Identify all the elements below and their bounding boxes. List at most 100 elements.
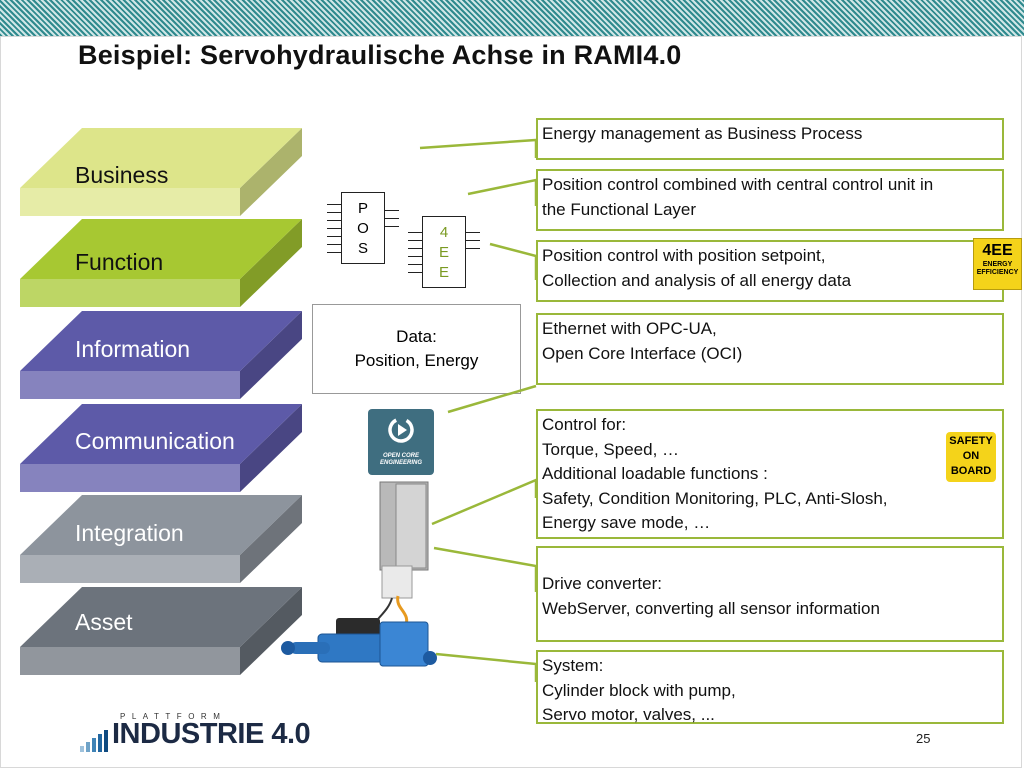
ee-input-pin — [408, 256, 422, 257]
energy-efficiency-badge: 4EE ENERGY EFFICIENCY — [973, 238, 1022, 290]
pos-letter: O — [357, 220, 369, 237]
badge-text: 4EE — [982, 242, 1013, 259]
info-box-communication: Ethernet with OPC-UA, Open Core Interfac… — [536, 313, 1004, 385]
pos-input-pin — [327, 212, 341, 213]
pos-input-pin — [327, 252, 341, 253]
oce-text: ENGINEERING — [379, 460, 422, 466]
pos-input-pin — [327, 244, 341, 245]
open-core-engineering-logo: OPEN CORE ENGINEERING — [368, 409, 434, 475]
connector-business — [419, 138, 538, 158]
layer-label-integration: Integration — [75, 520, 184, 546]
layer-label-information: Information — [75, 336, 191, 362]
layer-front-face — [20, 371, 240, 399]
layer-top-face — [20, 219, 302, 279]
info-line: Position control combined with central c… — [542, 175, 934, 194]
ee-input-pin — [408, 248, 422, 249]
pos-output-pin — [385, 210, 399, 211]
slide-frame — [0, 36, 1022, 768]
info-box-function: Position control combined with central c… — [536, 169, 1004, 231]
layer-front-face — [20, 279, 240, 307]
layer-side-face — [240, 128, 302, 216]
info-line: Energy save mode, … — [542, 513, 711, 532]
layer-front-face — [20, 647, 240, 675]
layer-slab-function — [20, 219, 302, 307]
layer-side-face — [240, 587, 302, 675]
info-line: Cylinder block with pump, — [542, 680, 736, 700]
cylinder-eye — [281, 641, 295, 655]
layer-top-face — [20, 495, 302, 555]
cylinder-eye — [423, 651, 437, 665]
ee-input-pin — [408, 272, 422, 273]
layer-side-face — [240, 404, 302, 492]
info-line: Drive converter: — [542, 574, 662, 593]
info-line: Collection and analysis of all energy da… — [542, 270, 852, 290]
layer-slab-communication — [20, 404, 302, 492]
pos-input-pin — [327, 236, 341, 237]
layer-side-face — [240, 219, 302, 307]
layer-side-face — [240, 311, 302, 399]
pos-output-pin — [385, 226, 399, 227]
badge-text: ENERGY — [982, 261, 1013, 268]
ee-output-pin — [466, 232, 480, 233]
slide-title: Beispiel: Servohydraulische Achse in RAM… — [78, 40, 682, 70]
ee-letter: E — [438, 264, 449, 281]
pump-block — [379, 621, 429, 667]
layer-slab-integration — [20, 495, 302, 583]
play-ring-icon — [388, 417, 414, 443]
pos-output-pin — [385, 218, 399, 219]
info-line: System: — [542, 656, 604, 675]
connector-converter — [433, 546, 538, 592]
info-box-asset: System: Cylinder block with pump, Servo … — [536, 650, 1004, 724]
pos-input-pin — [327, 204, 341, 205]
info-box-integration: Control for: Torque, Speed, … Additional… — [536, 409, 1004, 539]
cylinder-rod — [290, 642, 330, 654]
safety-on-board-badge: SAFETY ON BOARD — [946, 432, 996, 482]
layer-label-communication: Communication — [75, 428, 235, 454]
info-box-4ee: Position control with position setpoint,… — [536, 240, 1004, 302]
badge-text: ON — [962, 450, 980, 462]
ee-input-pin — [408, 264, 422, 265]
badge-text: BOARD — [950, 465, 992, 477]
badge-text: SAFETY — [949, 435, 993, 447]
connector-function — [467, 178, 538, 206]
data-box: Data: Position, Energy — [312, 304, 521, 394]
oce-text: OPEN CORE — [382, 453, 419, 459]
ee-input-pin — [408, 240, 422, 241]
layer-top-face — [20, 128, 302, 188]
layer-slab-asset — [20, 587, 302, 675]
info-line: Control for: — [542, 415, 627, 434]
header-band — [0, 0, 1024, 36]
function-block-pos: P O S — [341, 192, 385, 264]
info-line: Ethernet with OPC-UA, — [542, 319, 717, 338]
ee-input-pin — [408, 232, 422, 233]
ee-output-pin — [466, 248, 480, 249]
layer-slab-information — [20, 311, 302, 399]
ee-letter: 4 — [439, 224, 449, 241]
info-box-business: Energy management as Business Process — [536, 118, 1004, 160]
layer-label-asset: Asset — [75, 609, 133, 635]
layer-front-face — [20, 464, 240, 492]
layer-top-face — [20, 587, 302, 647]
info-line: Energy management as Business Process — [542, 124, 863, 143]
layer-top-face — [20, 404, 302, 464]
logo-bars-icon — [80, 730, 108, 752]
info-line: Safety, Condition Monitoring, PLC, Anti-… — [542, 488, 888, 508]
layer-label-function: Function — [75, 249, 164, 275]
page-number: 25 — [916, 731, 931, 746]
info-line: WebServer, converting all sensor informa… — [542, 598, 880, 618]
badge-text: EFFICIENCY — [976, 269, 1019, 276]
info-line: Servo motor, valves, ... — [542, 705, 715, 724]
layer-top-face — [20, 311, 302, 371]
connector-asset — [435, 652, 538, 682]
connector-4ee — [489, 242, 538, 280]
layer-front-face — [20, 188, 240, 216]
info-line: Torque, Speed, … — [542, 439, 680, 459]
info-line: Open Core Interface (OCI) — [542, 343, 743, 363]
function-block-4ee: 4 E E — [422, 216, 466, 288]
pos-input-pin — [327, 220, 341, 221]
layer-side-face — [240, 495, 302, 583]
connector-integration — [431, 478, 538, 526]
logo-small-text: PLATTFORM — [120, 712, 227, 721]
logo-big-text: INDUSTRIE 4.0 — [112, 718, 311, 750]
